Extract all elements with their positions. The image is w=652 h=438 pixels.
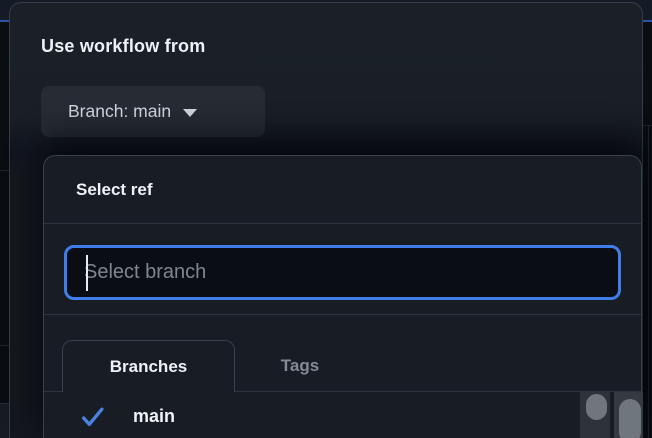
background-divider [643,125,652,126]
background-divider [648,125,649,438]
popover-title: Use workflow from [41,36,206,56]
run-workflow-popover: Use workflow from Branch: main Select re… [9,2,643,438]
ref-filter-input[interactable] [64,245,621,300]
text-cursor [86,255,88,291]
background-divider [0,170,9,171]
filter-section [44,224,641,315]
tab-tags[interactable]: Tags [280,356,320,375]
select-ref-modal: Select ref Branches Tags main [43,155,643,438]
select-ref-title: Select ref [76,179,153,199]
ref-item-label: main [133,405,176,426]
background-element-edge [0,403,9,438]
tab-branches[interactable]: Branches [62,340,235,392]
modal-scrollbar-track[interactable] [614,392,643,438]
check-icon [81,407,104,426]
list-scrollbar-thumb[interactable] [586,394,607,420]
background-divider [0,345,9,346]
ref-list-item-main[interactable]: main [44,392,641,438]
modal-scrollbar-thumb[interactable] [619,399,641,438]
branch-button-label: Branch: main [68,101,172,121]
tab-bar-divider [44,391,641,392]
caret-down-icon [183,108,198,117]
select-ref-header: Select ref [44,156,641,224]
list-scrollbar-track[interactable] [580,392,610,438]
branch-selector-button[interactable]: Branch: main [41,86,265,137]
